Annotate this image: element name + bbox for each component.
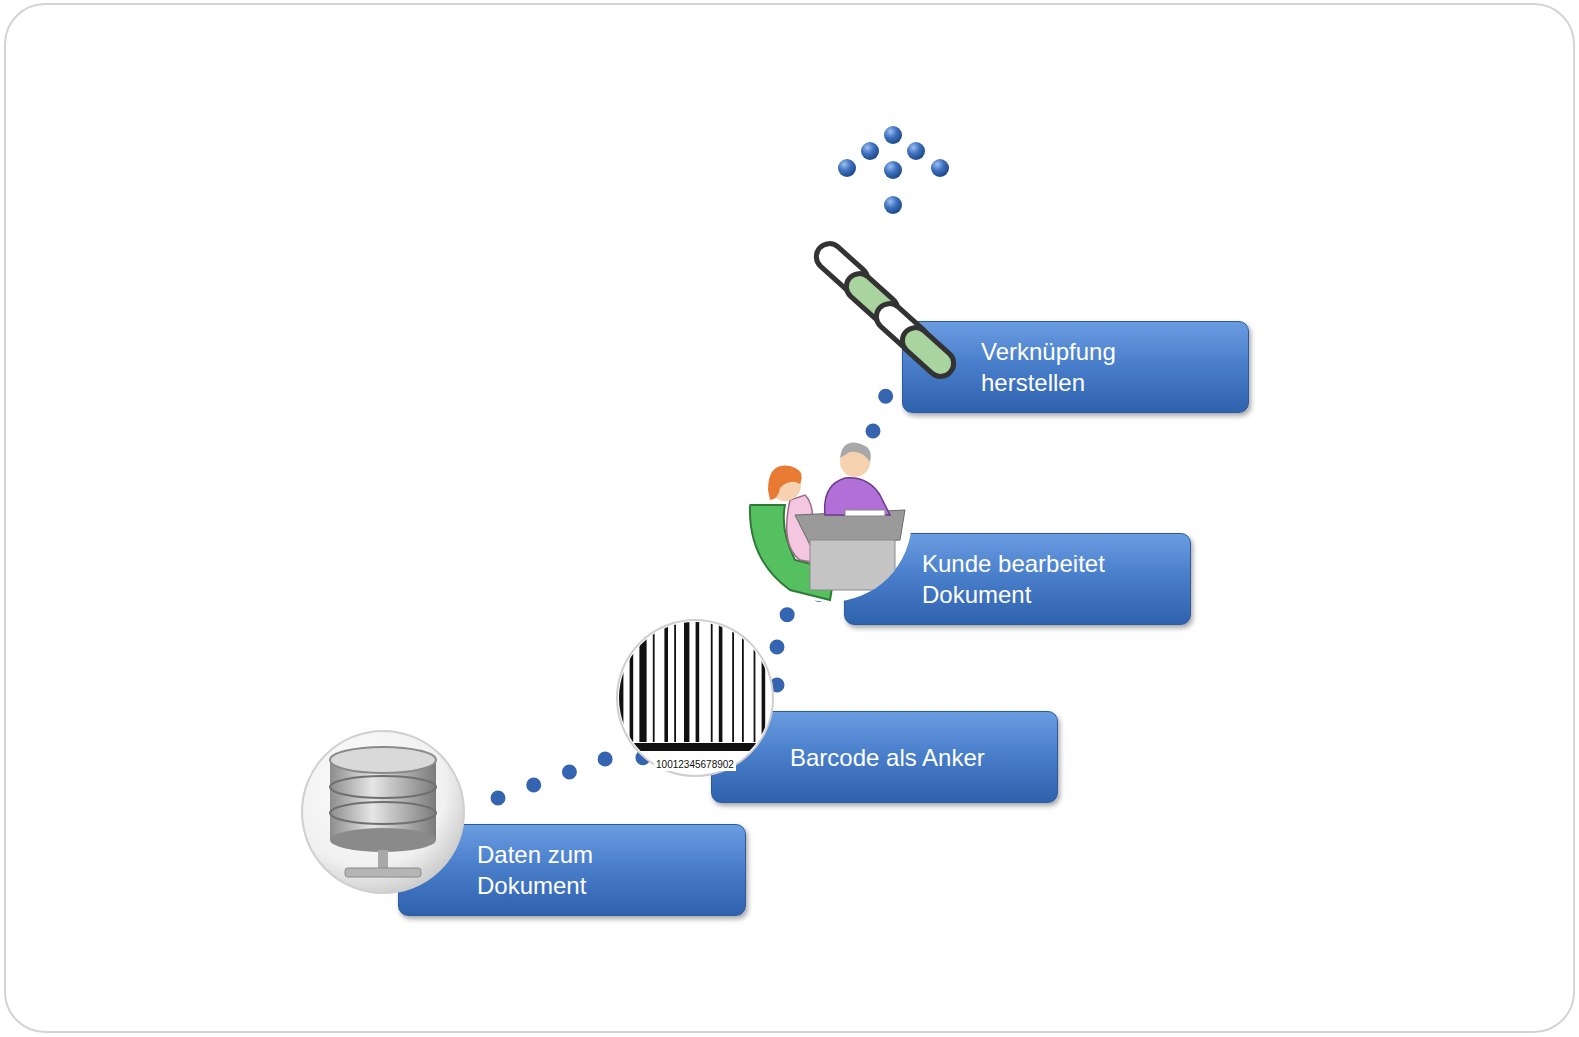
arrow-dot bbox=[907, 142, 925, 160]
icon-circle bbox=[302, 731, 464, 893]
barcode-bar bbox=[684, 620, 689, 742]
box-text-group: Daten zum Dokument bbox=[477, 839, 657, 901]
arrow-dot bbox=[884, 196, 902, 214]
barcode-bar bbox=[742, 620, 744, 742]
box-text-group: Verknüpfung herstellen bbox=[981, 336, 1161, 398]
barcode-bar bbox=[777, 620, 779, 742]
db-stem bbox=[378, 850, 388, 870]
dotted-connector bbox=[873, 367, 902, 533]
frame-border bbox=[5, 4, 1574, 1032]
arrow-dot bbox=[931, 159, 949, 177]
process-box: Daten zum Dokument bbox=[398, 824, 746, 916]
box-label: Verknüpfung herstellen bbox=[981, 336, 1161, 398]
box-label: Daten zum Dokument bbox=[477, 839, 657, 901]
arrow-dot bbox=[884, 161, 902, 179]
database-icon bbox=[302, 731, 464, 893]
barcode-bar bbox=[732, 620, 734, 742]
db-bottom bbox=[330, 828, 436, 852]
woman-head bbox=[769, 469, 801, 501]
table bbox=[795, 510, 905, 545]
process-box: Verknüpfung herstellen bbox=[902, 321, 1249, 413]
man-body bbox=[825, 478, 890, 515]
barcode-bars bbox=[618, 620, 802, 751]
man-hair bbox=[840, 443, 871, 462]
chain-link bbox=[811, 238, 873, 297]
process-box: Kunde bearbeitet Dokument bbox=[844, 533, 1191, 625]
barcode-icon bbox=[617, 620, 802, 776]
box-label: Barcode als Anker bbox=[790, 742, 985, 773]
chain-link bbox=[897, 322, 959, 381]
woman-body bbox=[787, 495, 830, 565]
meeting-icon bbox=[748, 438, 912, 602]
barcode-bar bbox=[639, 620, 646, 742]
chain-link bbox=[841, 268, 903, 327]
process-box: Barcode als Anker bbox=[711, 711, 1058, 803]
barcode-bar bbox=[618, 620, 623, 742]
chain-icon bbox=[811, 238, 959, 381]
chain-link bbox=[871, 298, 933, 357]
dot-arrow bbox=[838, 126, 949, 214]
man-head bbox=[840, 447, 870, 477]
arrow-dot bbox=[884, 126, 902, 144]
icon-circle bbox=[748, 438, 912, 602]
paper bbox=[845, 510, 885, 516]
barcode-bar bbox=[754, 620, 756, 742]
db-ring bbox=[330, 776, 436, 798]
box-text-group: Barcode als Anker bbox=[790, 742, 985, 773]
db-cylinder bbox=[330, 760, 436, 840]
barcode-bar bbox=[798, 620, 802, 742]
barcode-bar bbox=[618, 743, 778, 751]
icon-circle bbox=[617, 620, 773, 776]
barcode-bar bbox=[664, 620, 668, 742]
barcode-bar bbox=[696, 620, 700, 742]
barcode-bar bbox=[711, 620, 713, 742]
arrow-dot bbox=[861, 142, 879, 160]
barcode-bar bbox=[719, 620, 723, 742]
dotted-connector bbox=[777, 579, 844, 711]
box-label: Kunde bearbeitet Dokument bbox=[922, 548, 1132, 610]
barcode-number: 10012345678902 bbox=[654, 759, 736, 771]
barcode-bar bbox=[630, 620, 634, 742]
woman-hair bbox=[768, 466, 802, 501]
db-base bbox=[345, 868, 421, 877]
table-front bbox=[810, 540, 895, 590]
barcode-bar bbox=[787, 620, 789, 742]
barcode-bar bbox=[653, 620, 655, 742]
db-top bbox=[330, 747, 436, 773]
chair bbox=[750, 505, 835, 600]
barcode-bar bbox=[762, 620, 766, 742]
arrow-dot bbox=[838, 159, 856, 177]
barcode-bar bbox=[674, 620, 676, 742]
db-ring bbox=[330, 802, 436, 824]
box-text-group: Kunde bearbeitet Dokument bbox=[922, 548, 1132, 610]
